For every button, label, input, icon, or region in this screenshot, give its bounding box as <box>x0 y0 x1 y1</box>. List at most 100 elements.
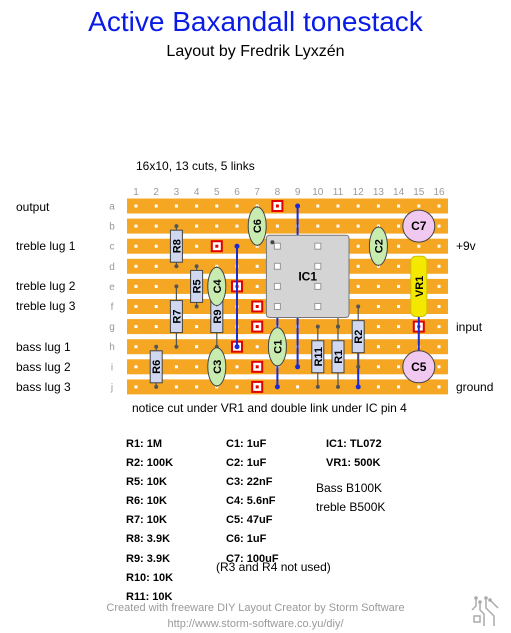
connection-bass-lug-1: bass lug 1 <box>16 340 71 354</box>
row-label: f <box>111 302 114 313</box>
board-hole <box>134 325 138 329</box>
resistor-pad <box>174 224 179 229</box>
row-label: d <box>109 262 115 273</box>
connection-treble-lug-3: treble lug 3 <box>16 299 76 313</box>
board-hole <box>336 204 340 208</box>
board-hole <box>437 325 441 329</box>
column-label: 5 <box>214 187 220 198</box>
column-label: 7 <box>254 187 260 198</box>
board-summary: 16x10, 13 cuts, 5 links <box>136 159 255 173</box>
board-hole <box>195 325 199 329</box>
capacitor-c3 <box>207 347 227 387</box>
parts-item: C6: 1uF <box>226 533 267 546</box>
parts-item: R9: 3.9K <box>126 552 171 565</box>
board-hole <box>397 244 401 248</box>
resistor-label: R6 <box>151 360 163 374</box>
ic-pin <box>314 303 322 310</box>
column-label: 1 <box>133 187 139 198</box>
resistor-pad <box>154 384 159 389</box>
board-hole <box>356 204 360 208</box>
resistor-pad <box>356 304 361 309</box>
board-hole <box>397 385 401 389</box>
parts-item: C2: 1uF <box>226 457 267 470</box>
connection-input: input <box>456 320 483 334</box>
row-label: c <box>110 242 115 253</box>
cut-center <box>255 365 259 369</box>
resistor-label: R8 <box>171 239 183 253</box>
ic-pin <box>273 303 281 310</box>
board-hole <box>195 365 199 369</box>
link-end <box>234 243 240 249</box>
board-hole <box>134 204 138 208</box>
copper-strip <box>127 339 448 355</box>
board-hole <box>134 284 138 288</box>
resistor-r11 <box>311 340 325 374</box>
parts-list-capacitors: C1: 1uF C2: 1uF C3: 22nF C4: 5.6nF C5: 4… <box>226 435 279 569</box>
parts-item: R11: 10K <box>126 590 173 603</box>
board-hole <box>356 244 360 248</box>
board-hole <box>134 264 138 268</box>
board-hole <box>154 264 158 268</box>
resistor-label: R7 <box>171 310 183 324</box>
board-hole <box>397 345 401 349</box>
column-label: 11 <box>333 187 344 198</box>
board-hole <box>437 244 441 248</box>
parts-item: C3: 22nF <box>226 476 273 489</box>
board-hole <box>235 365 239 369</box>
board-hole <box>417 385 421 389</box>
board-hole <box>316 224 320 228</box>
board-hole <box>336 224 340 228</box>
board-hole <box>397 284 401 288</box>
column-label: 13 <box>373 187 385 198</box>
link-end <box>355 384 361 390</box>
parts-item: R10: 10K <box>126 571 174 584</box>
ic-pin <box>314 282 322 290</box>
row-label: g <box>109 322 115 333</box>
board-hole <box>275 224 279 228</box>
resistor-pad <box>315 324 320 329</box>
connection-bass-lug-2: bass lug 2 <box>16 360 71 374</box>
resistor-label: R5 <box>192 279 204 293</box>
column-label: 8 <box>275 187 281 198</box>
board-hole <box>154 325 158 329</box>
connection-ground: ground <box>456 380 494 394</box>
board-hole <box>255 284 259 288</box>
board-hole <box>235 385 239 389</box>
capacitor-label: C2 <box>373 239 385 253</box>
cut-center <box>255 325 259 329</box>
board-hole <box>154 224 158 228</box>
board-hole <box>235 224 239 228</box>
board-hole <box>134 224 138 228</box>
board-hole <box>397 204 401 208</box>
parts-item: C7: 100uF <box>226 552 279 565</box>
board-hole <box>174 365 178 369</box>
board-hole <box>215 224 219 228</box>
board-hole <box>437 264 441 268</box>
diylc-logo-icon <box>471 596 499 626</box>
board-hole <box>397 365 401 369</box>
ic-pin <box>273 282 281 290</box>
connection-treble-lug-2: treble lug 2 <box>16 279 76 293</box>
pot-bass: Bass B100K <box>316 481 383 495</box>
capacitor-label: C7 <box>411 219 427 233</box>
capacitor-label: C6 <box>252 219 264 233</box>
board-hole <box>437 224 441 228</box>
board-hole <box>397 325 401 329</box>
resistor-pad <box>174 264 179 269</box>
board-hole <box>437 365 441 369</box>
parts-item: R2: 100K <box>126 457 174 470</box>
unused-note: (R3 and R4 not used) <box>216 560 331 574</box>
link-end <box>234 344 240 350</box>
column-label: 12 <box>353 187 365 198</box>
resistor-pad <box>336 384 340 389</box>
board-hole <box>215 204 219 208</box>
board-hole <box>154 244 158 248</box>
row-label: b <box>109 222 115 233</box>
resistor-label: R9 <box>212 310 224 324</box>
board-hole <box>134 345 138 349</box>
board-hole <box>437 284 441 288</box>
row-label: j <box>110 382 113 393</box>
resistor-r6 <box>149 350 163 384</box>
